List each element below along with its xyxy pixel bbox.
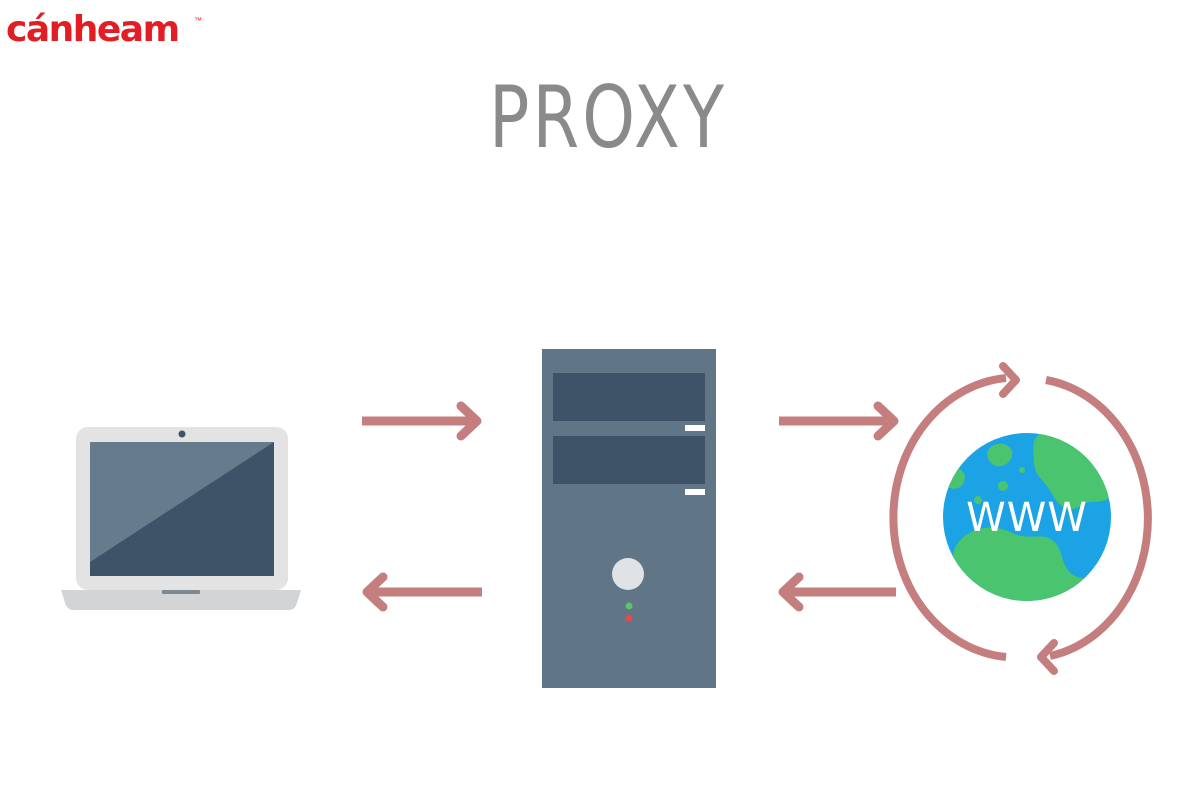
laptop-icon [61, 427, 301, 610]
diagram-title: PROXY [488, 68, 728, 168]
brand-logo-text: cánheam [6, 9, 180, 50]
trademark-symbol: ™ [194, 16, 202, 25]
internet-globe-icon: WWW [943, 433, 1111, 601]
brand-logo: cánheam ™ [6, 6, 206, 54]
refresh-cycle-icon [889, 362, 1152, 675]
proxy-server-icon [542, 349, 716, 688]
request-arrow-proxy-to-internet [779, 401, 899, 441]
response-arrow-proxy-to-client [362, 572, 482, 612]
response-arrow-internet-to-proxy [778, 572, 896, 612]
www-label: WWW [966, 495, 1088, 541]
request-arrow-client-to-proxy [362, 401, 482, 441]
